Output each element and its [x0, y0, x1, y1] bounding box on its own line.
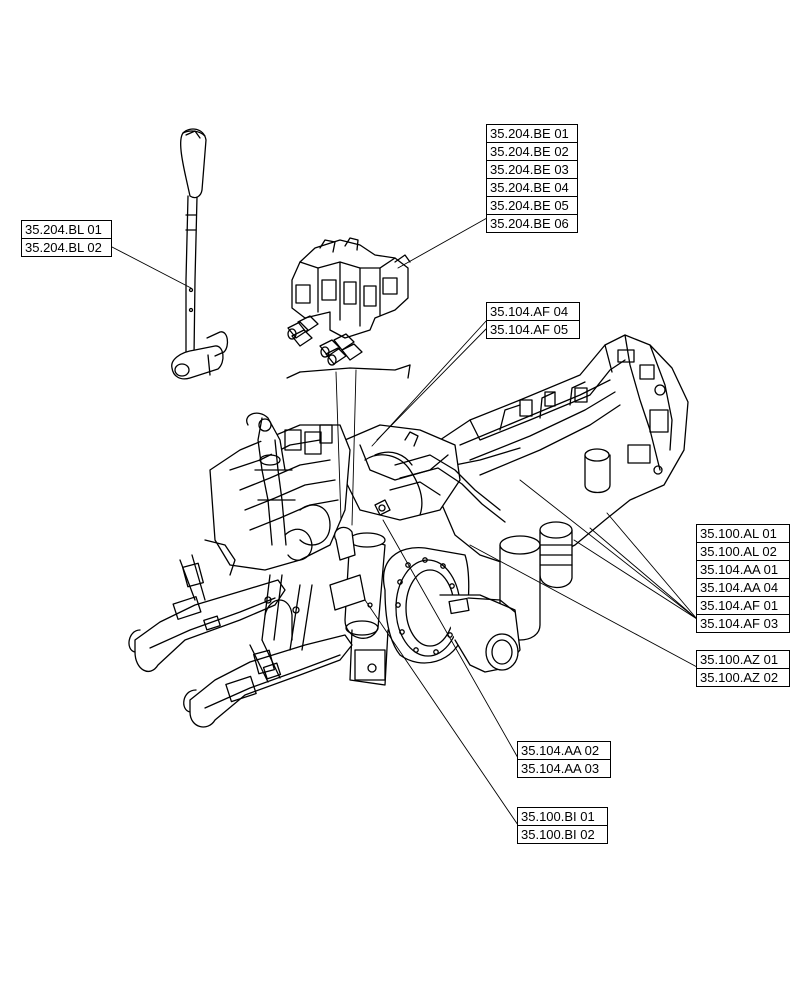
label-group-lever: 35.204.BL 01 35.204.BL 02: [21, 220, 112, 257]
ref-label[interactable]: 35.204.BE 03: [487, 161, 577, 179]
ref-label[interactable]: 35.104.AF 05: [490, 322, 569, 337]
ref-label[interactable]: 35.104.AA 02: [518, 742, 610, 760]
ref-label[interactable]: 35.100.BI 02: [521, 827, 595, 842]
label-group-cylinder: 35.104.AA 02 35.104.AA 03: [517, 741, 611, 778]
label-group-pipes-upper: 35.104.AF 04 35.104.AF 05: [486, 302, 580, 339]
ref-label[interactable]: 35.104.AF 01: [697, 597, 789, 615]
ref-label[interactable]: 35.100.AZ 02: [700, 670, 779, 685]
ref-label[interactable]: 35.104.AA 01: [697, 561, 789, 579]
ref-label[interactable]: 35.204.BE 05: [487, 197, 577, 215]
valve-block-illustration: [287, 238, 410, 378]
ref-label[interactable]: 35.100.AL 02: [697, 543, 789, 561]
label-group-valve-block: 35.204.BE 01 35.204.BE 02 35.204.BE 03 3…: [486, 124, 578, 233]
ref-label[interactable]: 35.100.AL 01: [697, 525, 789, 543]
ref-label[interactable]: 35.204.BL 02: [25, 240, 102, 255]
control-lever-illustration: [172, 129, 228, 379]
ref-label[interactable]: 35.204.BE 04: [487, 179, 577, 197]
ref-label[interactable]: 35.104.AF 03: [700, 616, 779, 631]
ref-label[interactable]: 35.104.AA 04: [697, 579, 789, 597]
ref-label[interactable]: 35.104.AA 03: [521, 761, 600, 776]
label-group-lift-arms: 35.100.AZ 01 35.100.AZ 02: [696, 650, 790, 687]
ref-label[interactable]: 35.204.BE 06: [490, 216, 569, 231]
rear-axle-assembly-illustration: [129, 335, 688, 727]
ref-label[interactable]: 35.204.BE 02: [487, 143, 577, 161]
ref-label[interactable]: 35.204.BE 01: [487, 125, 577, 143]
label-group-right-stack: 35.100.AL 01 35.100.AL 02 35.104.AA 01 3…: [696, 524, 790, 633]
ref-label[interactable]: 35.100.BI 01: [518, 808, 607, 826]
ref-label[interactable]: 35.204.BL 01: [22, 221, 111, 239]
ref-label[interactable]: 35.104.AF 04: [487, 303, 579, 321]
ref-label[interactable]: 35.100.AZ 01: [697, 651, 789, 669]
leader-lines: [112, 218, 697, 825]
label-group-ram: 35.100.BI 01 35.100.BI 02: [517, 807, 608, 844]
